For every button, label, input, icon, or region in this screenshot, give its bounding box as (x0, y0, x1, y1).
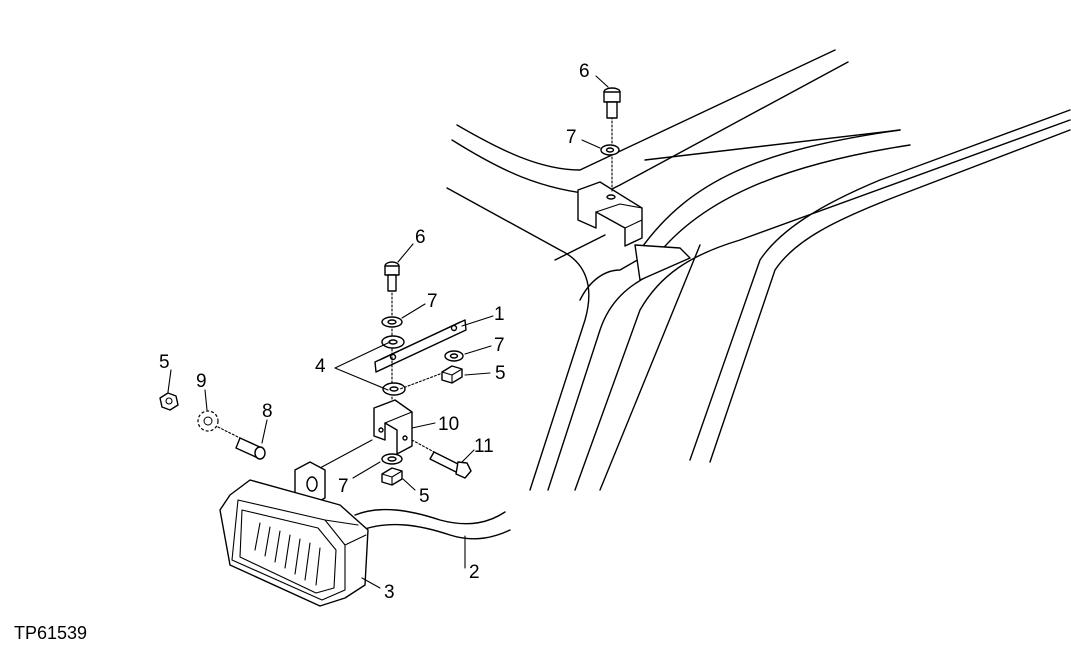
top-bolt (603, 87, 621, 193)
callout-7-mid: 7 (427, 291, 438, 312)
mid-bolt (384, 261, 400, 421)
mount-line (319, 439, 373, 469)
callout-5-bottom: 5 (419, 486, 430, 507)
callout-3: 3 (384, 582, 395, 603)
callout-5-left: 5 (159, 352, 170, 373)
roof-mount-bracket (577, 181, 643, 247)
callout-6-top: 6 (579, 61, 590, 82)
light-bracket (373, 399, 413, 455)
callout-10: 10 (438, 414, 459, 435)
work-light (219, 461, 369, 607)
lock-washer (197, 410, 219, 432)
callout-7-bottom: 7 (338, 476, 349, 497)
leader-lines (167, 75, 609, 589)
top-washer (600, 144, 620, 156)
callout-2: 2 (469, 562, 480, 583)
figure-id: TP61539 (14, 623, 87, 643)
callout-1: 1 (494, 304, 505, 325)
spacer-tube (217, 426, 266, 460)
callout-6-mid: 6 (415, 227, 426, 248)
callout-7-right: 7 (494, 335, 505, 356)
washers (381, 316, 464, 465)
mounting-plate (374, 319, 467, 373)
callout-9: 9 (196, 371, 207, 392)
pivot-bolt (411, 439, 472, 479)
cab-roof-frame (446, 49, 1071, 491)
callout-11: 11 (474, 436, 494, 457)
callout-4: 4 (315, 356, 326, 377)
callout-5-right: 5 (495, 363, 506, 384)
wire-harness (354, 508, 511, 540)
callout-8: 8 (262, 401, 273, 422)
callout-7-top: 7 (566, 127, 577, 148)
nuts (159, 365, 463, 486)
alignment-line (399, 373, 441, 390)
